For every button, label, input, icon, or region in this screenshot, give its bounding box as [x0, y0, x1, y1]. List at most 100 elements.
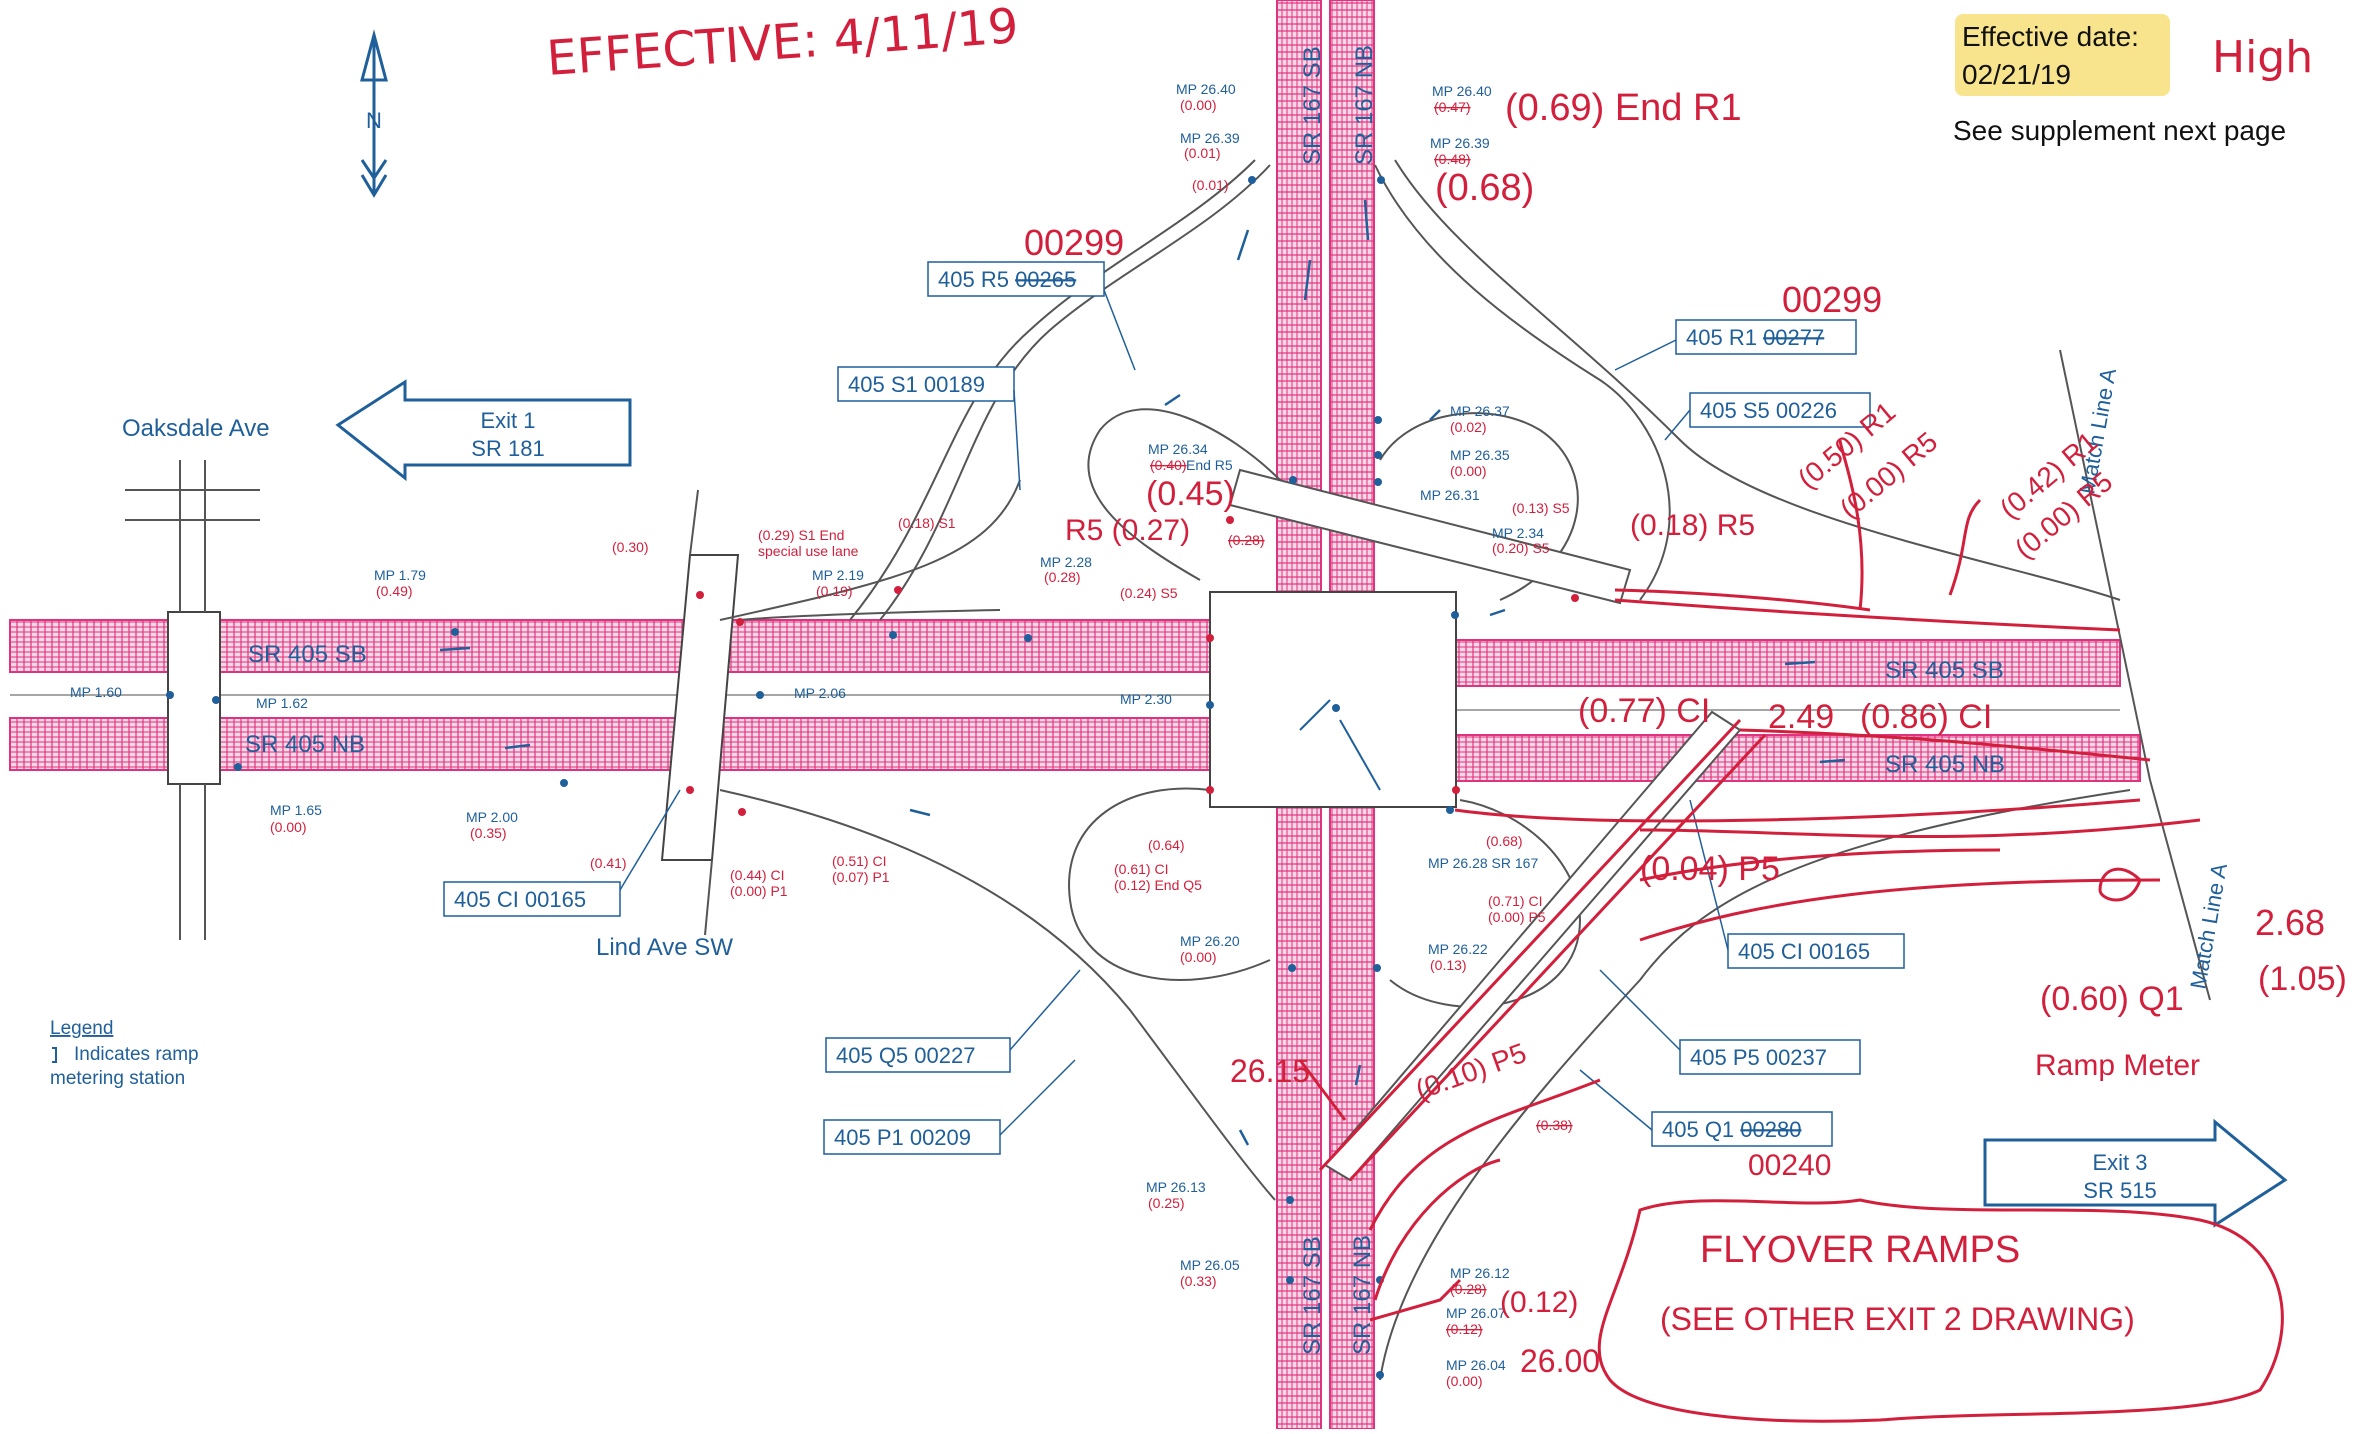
svg-text:(0.61) CI: (0.61) CI	[1114, 861, 1168, 877]
note-012: (0.12)	[1500, 1286, 1578, 1319]
exit-right-arrow-icon	[1983, 1118, 2288, 1228]
svg-text:405 R1 00277: 405 R1 00277	[1686, 325, 1824, 350]
mp-219: MP 2.19	[812, 567, 864, 583]
note-069-end-r1: (0.69) End R1	[1505, 87, 1742, 129]
match-line-label-south: Match Line A	[2185, 861, 2232, 991]
ramp-id-boxes: 405 R5 00265 405 S1 00189 405 R1 00277 4…	[443, 261, 1905, 1155]
legend-line1: Indicates ramp	[74, 1044, 199, 1065]
mp-234: MP 2.34	[1492, 525, 1544, 541]
effective-scrawl: EFFECTIVE: 4/11/19	[545, 0, 1020, 87]
svg-text:(0.71) CI: (0.71) CI	[1488, 893, 1542, 909]
mp-2613: MP 26.13	[1146, 1179, 1206, 1195]
exit3-sign: Exit 3 SR 515	[1983, 1118, 2288, 1228]
ramp-p5-loop	[1389, 799, 1582, 1008]
note-018-r5: (0.18) R5	[1630, 509, 1755, 542]
lind-ave-overpass	[660, 489, 740, 936]
mp-points	[166, 176, 1459, 1379]
svg-text:(0.13) S5: (0.13) S5	[1512, 500, 1570, 516]
mp-2622: MP 26.22	[1428, 941, 1488, 957]
mp-160: MP 1.60	[70, 684, 122, 700]
svg-text:(0.38): (0.38)	[1536, 1117, 1573, 1133]
exit3-line1: Exit 3	[2092, 1150, 2147, 1175]
mp-2605: MP 26.05	[1180, 1257, 1240, 1273]
svg-text:(0.44) CI: (0.44) CI	[730, 867, 784, 883]
svg-text:405 Q1 00280: 405 Q1 00280	[1662, 1117, 1801, 1142]
ramp-q5-loop	[1068, 787, 1271, 981]
ramp-r5-struck: 00265	[1015, 267, 1076, 292]
compass-letter: N	[366, 108, 382, 133]
note-077-ci: (0.77) CI	[1578, 692, 1710, 730]
note-105: (1.05)	[2258, 960, 2347, 998]
sr167-sb-label-north: SR 167 SB	[1299, 46, 1326, 165]
svg-text:(0.24) S5: (0.24) S5	[1120, 585, 1178, 601]
end-r5: End R5	[1186, 457, 1233, 473]
mp-2628: MP 26.28 SR 167	[1428, 855, 1538, 871]
svg-text:(0.00) P5: (0.00) P5	[1488, 909, 1546, 925]
svg-text:(0.13): (0.13)	[1430, 957, 1467, 973]
mp-206: MP 2.06	[794, 685, 846, 701]
exit1-sign: Exit 1 SR 181	[335, 379, 632, 482]
lind-label: Lind Ave SW	[596, 934, 733, 961]
svg-text:(0.07) P1: (0.07) P1	[832, 869, 890, 885]
flyover-note-line1: FLYOVER RAMPS	[1700, 1229, 2020, 1271]
ramp-q1	[1379, 789, 2131, 1381]
ramp-p5-box: 405 P5 00237	[1690, 1045, 1827, 1070]
note-060-q1: (0.60) Q1	[2040, 980, 2184, 1018]
high-note: High	[2212, 32, 2313, 83]
svg-text:(0.49): (0.49)	[376, 583, 413, 599]
markup-ci-flyover	[1318, 718, 1767, 1182]
mp-2640-sb: MP 26.40	[1176, 81, 1236, 97]
effective-date-value: 02/21/19	[1962, 59, 2071, 90]
note-2615: 26.15	[1230, 1053, 1310, 1089]
mp-2635: MP 26.35	[1450, 447, 1510, 463]
ramp-r1-prefix: 405 R1	[1686, 325, 1763, 350]
svg-text:(0.25): (0.25)	[1148, 1195, 1185, 1211]
note-268: 2.68	[2255, 902, 2325, 943]
svg-text:(0.48): (0.48)	[1434, 151, 1471, 167]
north-arrow-icon	[360, 29, 388, 82]
svg-text:(0.00): (0.00)	[1180, 949, 1217, 965]
note-00240: 00240	[1748, 1149, 1831, 1182]
ramp-q1-prefix: 405 Q1	[1662, 1117, 1740, 1142]
note-00299-b: 00299	[1782, 279, 1882, 320]
flyover-note-cloud	[1597, 1198, 2284, 1423]
ramp-s1-box: 405 S1 00189	[848, 372, 985, 397]
mp-2607: MP 26.07	[1446, 1305, 1506, 1321]
markup-zigzag-ramp	[1368, 1078, 1601, 1231]
mp-2639-sb: MP 26.39	[1180, 130, 1240, 146]
sr405-nb-label-west: SR 405 NB	[245, 731, 365, 758]
ramp-r1-struck: 00277	[1763, 325, 1824, 350]
ramp-q5-box: 405 Q5 00227	[836, 1043, 975, 1068]
mp-200: MP 2.00	[466, 809, 518, 825]
svg-text:(0.35): (0.35)	[470, 825, 507, 841]
ramp-s1-loop	[1087, 408, 1281, 581]
svg-text:405 R5 00265: 405 R5 00265	[938, 267, 1076, 292]
ramp-ci-box-west: 405 CI 00165	[454, 887, 586, 912]
sr167-sb-label-south: SR 167 SB	[1299, 1236, 1326, 1355]
svg-text:(0.28): (0.28)	[1450, 1281, 1487, 1297]
oaksdale-label: Oaksdale Ave	[122, 415, 270, 442]
markup-r1-line	[1614, 598, 2121, 632]
effective-date-label: Effective date:	[1962, 21, 2139, 52]
mp-2604: MP 26.04	[1446, 1357, 1506, 1373]
ramp-meter-icon	[52, 1047, 57, 1063]
exit1-line1: Exit 1	[480, 408, 535, 433]
ramp-p1-box: 405 P1 00209	[834, 1125, 971, 1150]
svg-text:(0.12): (0.12)	[1446, 1321, 1483, 1337]
sr405-nb-lanes-east	[1449, 734, 2141, 782]
mp-2631: MP 26.31	[1420, 487, 1480, 503]
ramp-s5-box: 405 S5 00226	[1700, 398, 1837, 423]
ramp-p1	[719, 789, 1276, 1201]
svg-text:(0.28): (0.28)	[1044, 569, 1081, 585]
mp-162: MP 1.62	[256, 695, 308, 711]
svg-text:(0.19): (0.19)	[816, 583, 853, 599]
ramp-r5-prefix: 405 R5	[938, 267, 1015, 292]
mp-2620: MP 26.20	[1180, 933, 1240, 949]
note-004-p5: (0.04) P5	[1640, 850, 1780, 888]
svg-text:(0.01): (0.01)	[1184, 145, 1221, 161]
svg-text:(0.00) P1: (0.00) P1	[730, 883, 788, 899]
svg-text:(0.68): (0.68)	[1486, 833, 1523, 849]
flyover-note-line2: (SEE OTHER EXIT 2 DRAWING)	[1660, 1301, 2135, 1337]
exit1-line2: SR 181	[471, 436, 544, 461]
